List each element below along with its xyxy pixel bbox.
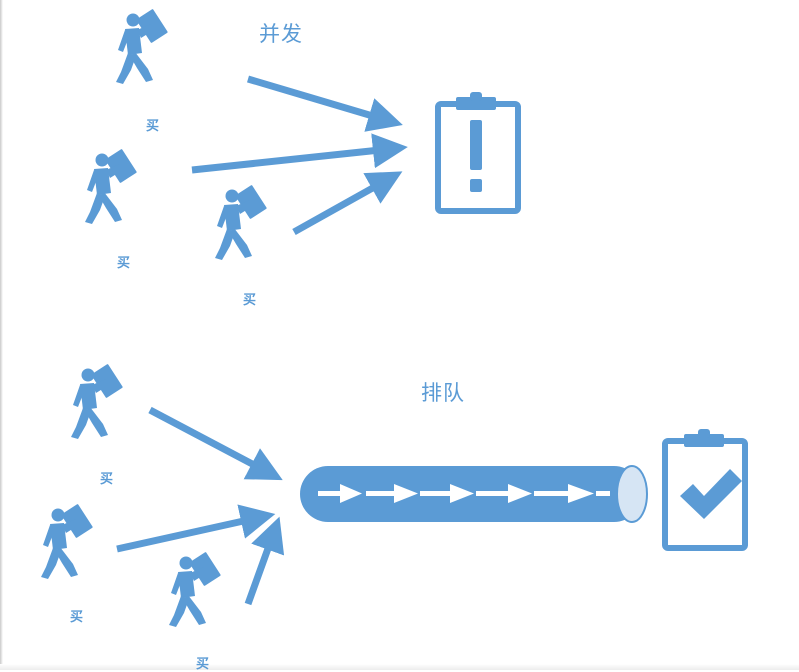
buyer-label: 买 (243, 293, 257, 308)
buyer-figure-icon (215, 184, 268, 260)
buyer-figure-icon (116, 8, 169, 84)
clipboard-exclamation-icon (435, 92, 521, 214)
request-arrow (191, 133, 408, 174)
buyer-label: 买 (196, 657, 210, 672)
buyer-label: 买 (146, 119, 160, 134)
buyer-figure-icon (41, 503, 94, 579)
concurrent-title: 并发 (259, 22, 303, 46)
clipboard-check-icon (662, 429, 748, 551)
request-arrow (116, 504, 276, 553)
queue-title: 排队 (421, 381, 465, 405)
buyer-figure-icon (71, 363, 124, 439)
request-arrow (244, 516, 285, 606)
buyer-figure-icon (85, 148, 138, 224)
buyer-figure-icon (169, 551, 222, 627)
buyer-label: 买 (100, 472, 114, 487)
queue-pipe-icon (300, 465, 648, 523)
request-arrow (148, 406, 283, 481)
buyer-label: 买 (70, 610, 84, 625)
request-arrow (247, 75, 403, 132)
left-edge-shadow (0, 0, 3, 670)
request-arrow (292, 171, 403, 236)
bottom-edge-shadow (0, 664, 799, 670)
buyer-label: 买 (117, 256, 131, 271)
